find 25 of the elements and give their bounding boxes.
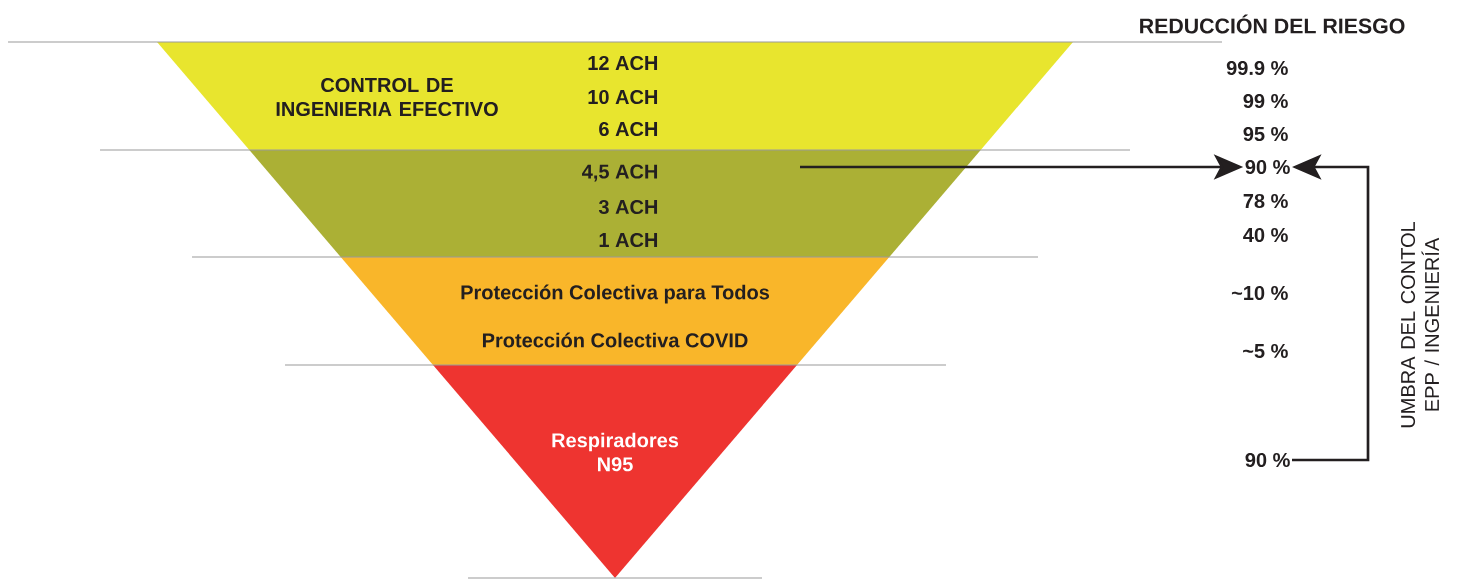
percent-value: 99.9 % bbox=[1226, 60, 1288, 76]
band-label: 3 ACH bbox=[598, 199, 658, 215]
band-label: CONTROL DE INGENIERIA EFECTIVO bbox=[276, 77, 498, 117]
percent-value: 95 % bbox=[1243, 126, 1288, 142]
funnel-band bbox=[340, 257, 890, 365]
band-label: 6 ACH bbox=[599, 121, 658, 137]
funnel-band bbox=[433, 365, 797, 578]
percent-value: 90 % bbox=[1245, 159, 1290, 175]
band-label: Respiradores N95 bbox=[552, 432, 679, 472]
funnel-band bbox=[157, 42, 1073, 150]
percent-value: 78 % bbox=[1243, 193, 1288, 209]
percent-value: ~10 % bbox=[1231, 285, 1288, 301]
band-label: 1 ACH bbox=[599, 232, 658, 248]
band-label: 12 ACH bbox=[588, 55, 658, 71]
percent-value: ~5 % bbox=[1243, 343, 1288, 359]
band-label: 10 ACH bbox=[588, 89, 658, 105]
funnel-band bbox=[249, 150, 981, 257]
band-label: Protección Colectiva COVID bbox=[483, 332, 748, 348]
column-heading: REDUCCIÓN DEL RIESGO bbox=[1140, 14, 1405, 34]
percent-value: 90 % bbox=[1245, 452, 1290, 468]
band-label: 4,5 ACH bbox=[582, 164, 658, 182]
bracket-label: UMBRA DEL CONTOL EPP / INGENIERÍA bbox=[1400, 221, 1440, 428]
percent-value: 40 % bbox=[1243, 227, 1288, 243]
percent-value: 99 % bbox=[1243, 93, 1288, 109]
band-label: Protección Colectiva para Todos bbox=[461, 284, 770, 304]
